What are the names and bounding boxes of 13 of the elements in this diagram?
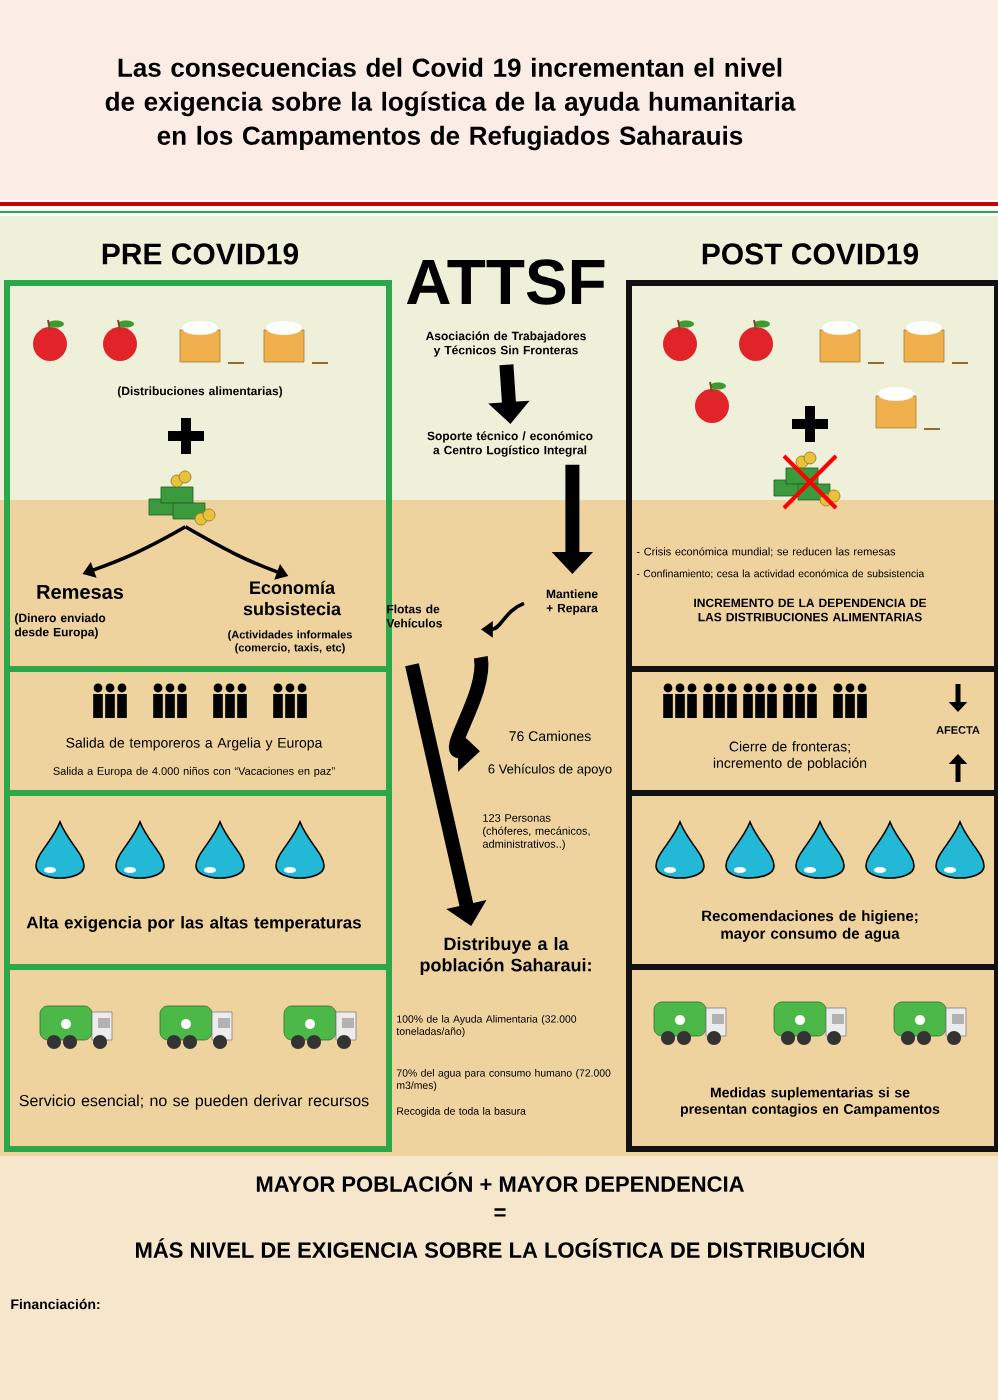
text: Alta exigencia por las altas temperaturas: [26, 916, 361, 932]
conclusion-text: MAYOR POBLACIÓN + MAYOR DEPENDENCIA: [256, 1172, 744, 1192]
text: Economía subsistecia: [243, 580, 342, 616]
heading: Distribuye a la población Saharaui:: [420, 936, 591, 975]
text: Servicio esencial; no se pueden derivar recursos: [19, 1094, 369, 1110]
money-drawing: [148, 470, 216, 526]
title: Las consecuencias del Covid 19 incrementan el nivel de exigencia sobre la logística de la ayuda humanitaria en los Campamentos de Refugiados Saharauis: [105, 57, 796, 151]
conclusion-text: MÁS NIVEL DE EXIGENCIA SOBRE LA LOGÍSTICA DE DISTRIBUCIÓN: [136, 1238, 864, 1258]
equals-sign: =: [494, 1208, 506, 1217]
panel-heading: POST COVID19: [702, 243, 919, 265]
title-text: ATTSF: [406, 259, 605, 305]
text: Remesas: [37, 585, 124, 599]
panel-heading: PRE COVID19: [102, 243, 299, 265]
